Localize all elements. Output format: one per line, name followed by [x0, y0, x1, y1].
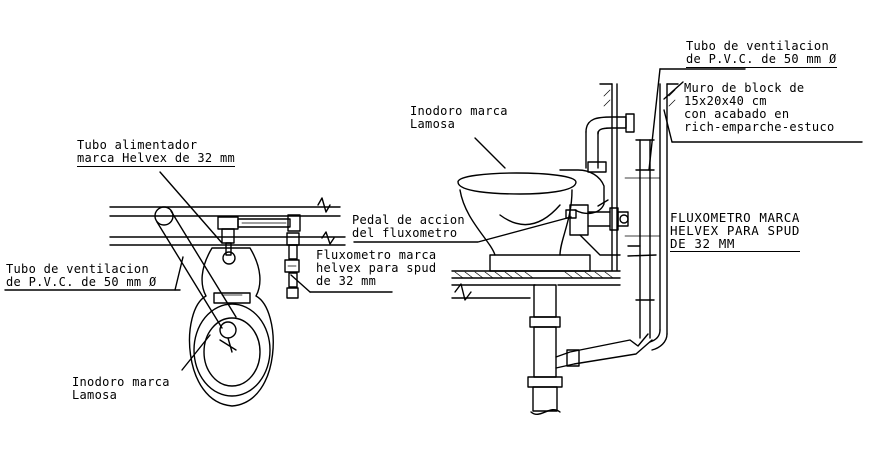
plan-vent-tube-line-1: Tubo de ventilacion [6, 262, 149, 276]
section-branch-pipe [555, 333, 653, 369]
plan-leader-lines [4, 171, 393, 371]
plan-toilet-line-2: Lamosa [72, 388, 118, 402]
plan-flushometer-line-1: Fluxometro marca [316, 248, 437, 262]
plan-toilet-line-1: Inodoro marca [72, 375, 170, 389]
section-floor-slab [451, 270, 621, 301]
section-vent-tube-line-1: Tubo de ventilacion [686, 39, 829, 53]
section-pedal-label: Pedal de accion del fluxometro [352, 214, 465, 240]
section-view [353, 68, 863, 415]
section-flushometer-line-2: HELVEX PARA SPUD [670, 223, 801, 238]
plan-vent-tube [154, 206, 237, 329]
plan-flushometer [284, 232, 300, 299]
section-vent-tube [585, 113, 655, 339]
plan-toilet-label: Inodoro marca Lamosa [72, 376, 170, 402]
section-leader-lines [353, 68, 863, 257]
section-flushometer-line-1: FLUXOMETRO MARCA [670, 210, 801, 225]
plan-slab-lines [109, 197, 346, 246]
section-vent-tube-line-2: de P.V.C. de 50 mm Ø [686, 52, 837, 68]
section-flushometer [565, 199, 629, 256]
section-toilet-label: Inodoro marca Lamosa [410, 105, 508, 131]
section-flushometer-label: FLUXOMETRO MARCA HELVEX PARA SPUD DE 32 … [670, 210, 801, 252]
section-drain-pipe [527, 284, 563, 415]
plan-vent-tube-line-2: de P.V.C. de 50 mm Ø [6, 275, 157, 289]
section-vent-tube-label: Tubo de ventilacion de P.V.C. de 50 mm Ø [686, 40, 837, 68]
section-toilet [457, 161, 607, 272]
plan-flushometer-label: Fluxometro marca helvex para spud de 32 … [316, 249, 436, 288]
section-block-wall [599, 83, 679, 351]
section-wall-label: Muro de block de 15x20x40 cm con acabado… [684, 82, 835, 134]
plan-toilet [188, 247, 274, 407]
plan-feed-pipe [217, 214, 301, 265]
section-toilet-line-2: Lamosa [410, 117, 456, 131]
section-pedal-line-1: Pedal de accion [352, 213, 465, 227]
section-wall-line-1: Muro de block de [684, 81, 805, 95]
plan-feed-tube-line-1: Tubo alimentador [77, 138, 198, 152]
plan-feed-tube-label: Tubo alimentador marca Helvex de 32 mm [77, 138, 236, 167]
section-toilet-line-1: Inodoro marca [410, 104, 508, 118]
section-pedal-line-2: del fluxometro [352, 226, 458, 240]
plan-vent-tube-label: Tubo de ventilacion de P.V.C. de 50 mm Ø [6, 263, 157, 289]
plan-feed-tube-line-2: marca Helvex de 32 mm [77, 151, 236, 167]
section-flushometer-line-3: DE 32 MM [670, 237, 801, 252]
section-wall-line-2: 15x20x40 cm [684, 94, 767, 108]
section-wall-line-4: rich-emparche-estuco [684, 120, 835, 134]
plan-view [4, 171, 393, 407]
plan-flushometer-line-2: helvex para spud [316, 261, 437, 275]
section-wall-line-3: con acabado en [684, 107, 790, 121]
plan-flushometer-line-3: de 32 mm [316, 274, 377, 288]
